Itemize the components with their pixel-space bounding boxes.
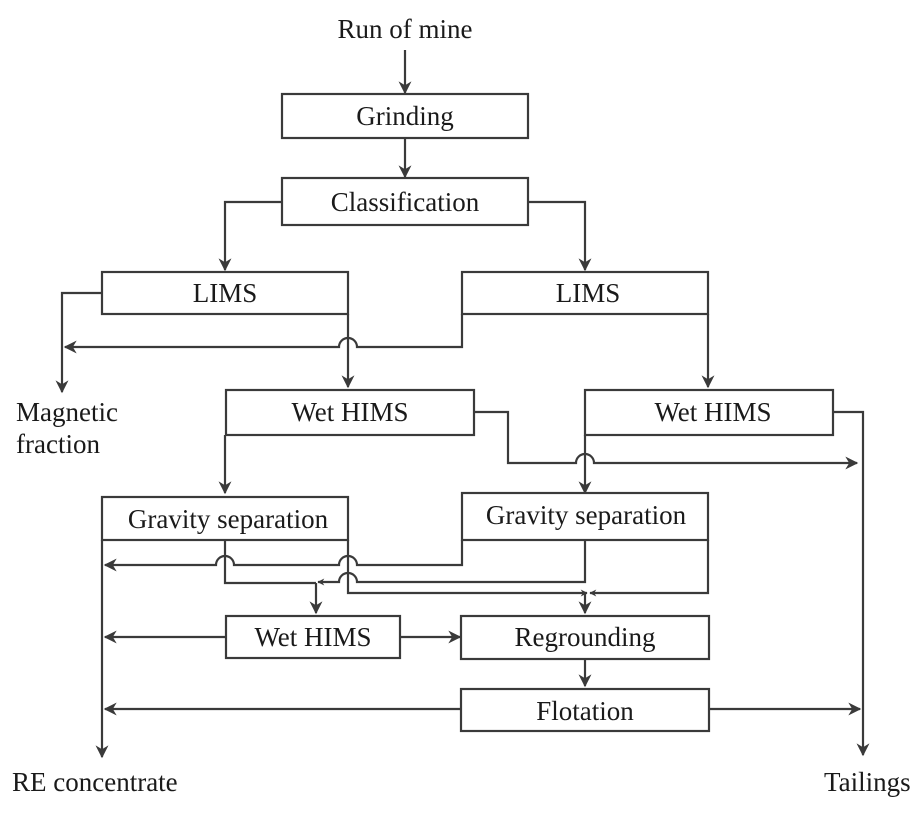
process-lims-left: LIMS [100, 270, 350, 316]
tailings-label: Tailings [824, 767, 911, 797]
process-wet-hims-right: Wet HIMS [583, 388, 835, 437]
process-lims-right: LIMS [460, 270, 710, 316]
process-classification: Classification [280, 176, 530, 227]
lims-right-label: LIMS [556, 278, 621, 308]
edge-gravity-left-regrounding [346, 540, 588, 597]
process-grinding: Grinding [280, 92, 530, 140]
edge-classification-lims-left [218, 200, 282, 272]
edge-wethims-left-tailings [474, 410, 859, 470]
edge-gravity-right-concentrate [103, 540, 464, 572]
grinding-label: Grinding [356, 101, 454, 131]
edge-gravity-right-wethims-bottom [317, 540, 587, 586]
classification-label: Classification [331, 187, 480, 217]
edge-tailings-trunk [833, 410, 870, 757]
process-wet-hims-left: Wet HIMS [224, 388, 476, 437]
wet-hims-bottom-label: Wet HIMS [254, 622, 371, 652]
regrounding-label: Regrounding [515, 622, 656, 652]
edge-lims-right-magnetic [63, 314, 464, 354]
wet-hims-left-label: Wet HIMS [291, 397, 408, 427]
gravity-left-label: Gravity separation [128, 504, 329, 534]
edges [55, 50, 870, 759]
edge-gravity-right-regrounding [589, 540, 710, 597]
re-concentrate-label: RE concentrate [12, 767, 178, 797]
process-gravity-left: Gravity separation [100, 495, 350, 542]
edge-lims-left-magnetic [55, 291, 102, 394]
magnetic-fraction-label-line2: fraction [16, 429, 100, 459]
flotation-label: Flotation [536, 696, 634, 726]
gravity-right-label: Gravity separation [486, 500, 687, 530]
process-gravity-right: Gravity separation [460, 491, 710, 542]
lims-left-label: LIMS [193, 278, 258, 308]
edge-classification-lims-right [528, 200, 592, 272]
edge-gravity-left-wethims-bottom [223, 540, 316, 585]
magnetic-fraction-label-line1: Magnetic [16, 397, 118, 427]
process-regrounding: Regrounding [459, 614, 711, 661]
wet-hims-right-label: Wet HIMS [654, 397, 771, 427]
process-flotation: Flotation [459, 687, 711, 733]
feed-label: Run of mine [338, 14, 473, 44]
process-wet-hims-bottom: Wet HIMS [224, 614, 402, 660]
